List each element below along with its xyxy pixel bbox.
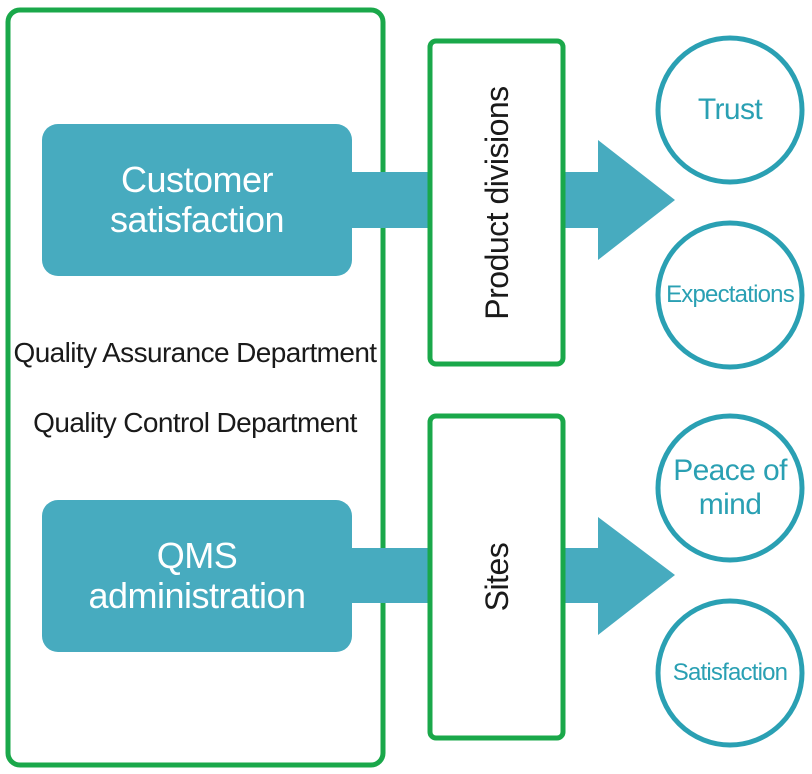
customer-satisfaction-block: [42, 124, 352, 276]
product-divisions-label: Product divisions: [478, 85, 514, 320]
qms-administration-label: QMS administration: [88, 535, 306, 616]
expectations-circle: [655, 220, 805, 370]
trust-label: Trust: [697, 93, 763, 126]
product-divisions-box: [427, 38, 566, 367]
expectations-label: Expectations: [666, 281, 795, 308]
qms-administration-block: [42, 500, 352, 652]
peace-of-mind-circle: [655, 413, 805, 563]
quality-control-department-label: Quality Control Department: [33, 407, 357, 438]
peace-of-mind-label: Peace of mind: [673, 454, 787, 521]
satisfaction-label: Satisfaction: [672, 659, 788, 686]
sites-box: [427, 413, 566, 741]
trust-circle: [655, 35, 805, 185]
sites-label: Sites: [478, 542, 514, 612]
quality-assurance-department-label: Quality Assurance Department: [13, 337, 378, 368]
customer-satisfaction-label: Customer satisfaction: [109, 159, 285, 240]
department-frame: [5, 7, 386, 768]
satisfaction-circle: [655, 598, 805, 748]
